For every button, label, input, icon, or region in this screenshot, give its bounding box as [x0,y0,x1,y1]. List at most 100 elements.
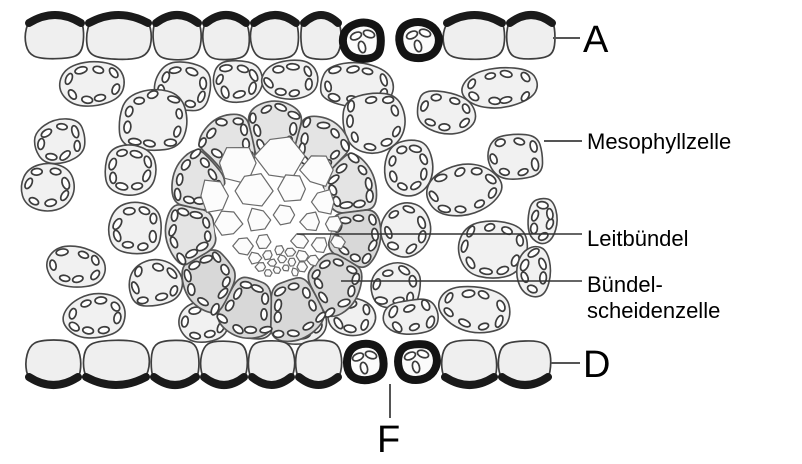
chloroplast [243,325,258,335]
chloroplast [149,212,158,225]
chloroplast [347,285,356,298]
chloroplast [443,307,454,318]
chloroplast [196,90,206,104]
chloroplast [405,243,418,255]
chloroplast [94,296,108,305]
chloroplast [142,139,156,148]
chloroplast [61,176,71,191]
chloroplast [413,39,423,53]
chloroplast [499,69,513,79]
chloroplast [274,102,288,112]
chloroplast [163,138,178,147]
chloroplast [49,259,57,271]
chloroplast [313,277,324,290]
chloroplast [285,62,300,71]
vascular-bundle-cell [248,251,263,265]
chloroplast [361,252,372,265]
chloroplast [357,164,368,176]
chloroplast [346,65,360,74]
chloroplast [67,89,78,100]
chloroplast [405,30,419,40]
chloroplast [210,302,220,316]
chloroplast [92,65,105,75]
chloroplast [382,269,394,278]
chloroplast [59,189,70,202]
vascular-bundle-cell [287,257,297,267]
chloroplast [527,247,540,258]
chloroplast [483,222,496,232]
chloroplast [232,117,244,126]
vascular-bundle-cell [276,254,288,264]
chloroplast [520,271,530,284]
chloroplast [488,96,502,106]
chloroplast [232,287,243,300]
chloroplast [520,91,531,102]
chloroplast [189,210,203,220]
chloroplast [112,229,122,243]
chloroplast [477,290,490,300]
mesophyll-cell [107,201,162,255]
chloroplast [327,92,341,103]
chloroplast [175,172,184,187]
chloroplast [420,299,431,312]
chloroplast [470,167,483,176]
chloroplast [205,127,217,140]
chloroplast [494,138,506,148]
chloroplast [477,322,490,331]
chloroplast [388,155,397,167]
chloroplast [138,206,151,216]
label-d: D [583,344,610,386]
chloroplast [340,138,350,152]
chloroplast [287,282,300,291]
chloroplast [316,121,331,130]
chloroplast [168,66,182,75]
mesophyll-cell [461,66,539,109]
chloroplast [536,200,549,210]
chloroplast [409,180,422,191]
tissue-layers [20,11,558,389]
label-buendelscheidenzelle-line1: Bündel- [587,272,663,297]
chloroplast [80,95,94,105]
mesophyll-cell [437,285,511,334]
chloroplast [467,78,477,90]
chloroplast [419,167,428,181]
vascular-bundle-cell [310,188,335,215]
chloroplast [391,321,403,333]
chloroplast [352,214,365,223]
chloroplast [465,256,476,270]
chloroplast [515,234,525,247]
chloroplast [248,68,259,82]
chloroplast [152,262,165,272]
chloroplast [189,331,202,340]
cuticle-strip [25,373,82,389]
label-leitbuendel: Leitbündel [587,226,689,251]
chloroplast [272,329,285,339]
chloroplast [379,73,389,87]
chloroplast [168,223,178,237]
chloroplast [253,123,262,138]
chloroplast [346,265,358,275]
chloroplast [186,282,196,297]
chloroplast [154,292,169,302]
chloroplast [167,95,181,104]
chloroplast [36,137,46,151]
chloroplast [184,99,197,109]
chloroplast [349,31,363,41]
chloroplast [327,174,340,185]
chloroplast [239,123,249,137]
chloroplast [198,76,208,91]
chloroplast [221,276,231,288]
cuticle-strip [85,11,152,27]
chloroplast [328,65,342,75]
chloroplast [28,196,40,206]
vascular-bundle-cell [291,267,299,277]
chloroplast [529,222,539,235]
chloroplast [530,157,540,172]
chloroplast [111,83,121,96]
chloroplast [411,360,421,374]
chloroplast [55,122,69,131]
chloroplast [224,299,235,312]
chloroplast [365,189,374,204]
chloroplast [55,248,69,257]
chloroplast [130,182,144,191]
